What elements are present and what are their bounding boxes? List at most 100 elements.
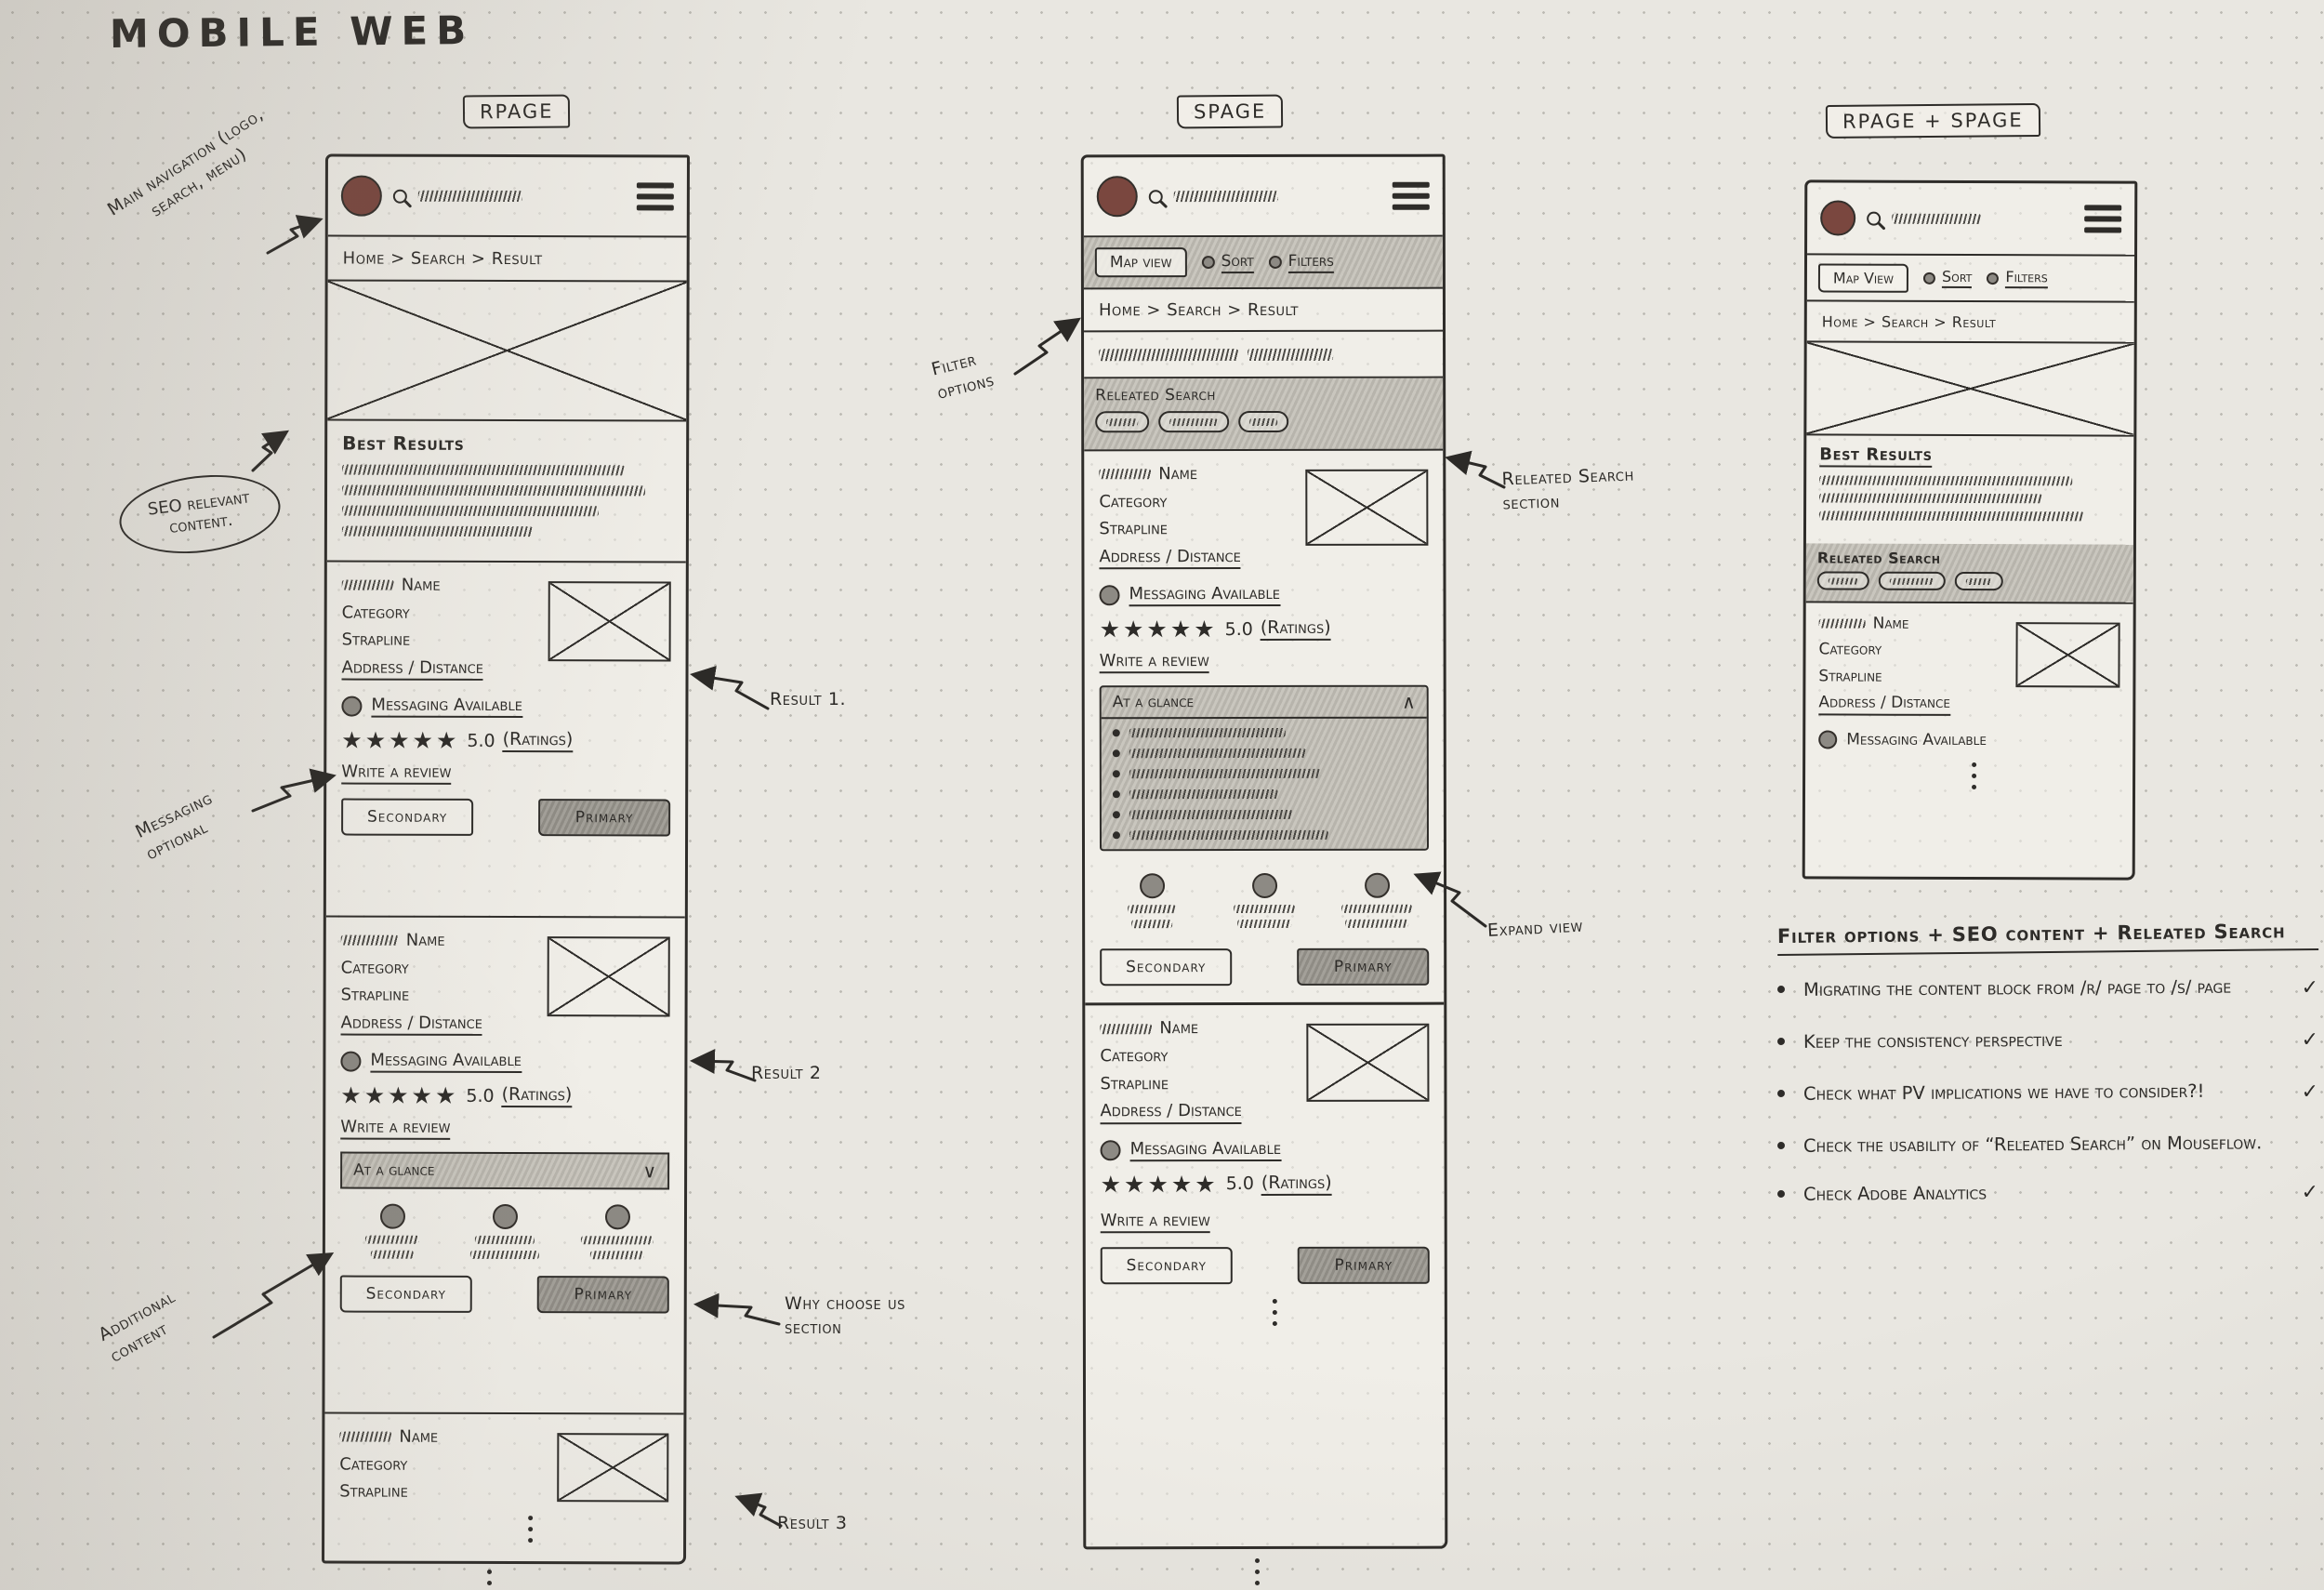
messaging-row: Messaging Available (1100, 1138, 1430, 1162)
chevron-down-icon: ∨ (642, 1159, 657, 1183)
annotation-expand-view: Expand view (1486, 915, 1584, 941)
scribble-text (341, 525, 534, 537)
note-text: Migrating the content block from /r/ pag… (1802, 975, 2232, 1000)
ratings-count: (Ratings) (1261, 1172, 1332, 1196)
result-fields: Name Category Strapline Address / Distan… (1099, 464, 1241, 570)
bullet-dot (1776, 1089, 1786, 1097)
seo-content-section: Best Results (1806, 435, 2133, 544)
notes-list: Migrating the content block from /r/ pag… (1776, 975, 2318, 1210)
scribble-text (1341, 905, 1413, 914)
button-row: Secondary Primary (1100, 1246, 1430, 1285)
usp-icon (379, 1204, 405, 1230)
usp-icon (1139, 873, 1165, 899)
star-rating-icons: ★★★★★ (1100, 1170, 1219, 1199)
frame-label-rpage: RPAGE (462, 94, 571, 129)
related-search-section: Releated Search (1805, 543, 2133, 603)
scribble-text (1173, 190, 1278, 203)
sort-control: Sort (1201, 251, 1254, 273)
chevron-up-icon: ∧ (1402, 691, 1416, 714)
logo-icon (1096, 176, 1138, 218)
address-label: Address / Distance (1100, 1101, 1242, 1125)
filters-control: Filters (1987, 268, 2048, 289)
ratings-count: (Ratings) (501, 1084, 573, 1108)
search-icon (1148, 189, 1163, 204)
search-query-line (1084, 331, 1444, 379)
messaging-label: Messaging Available (371, 695, 522, 719)
category-label: Category (1099, 491, 1168, 511)
menu-icon (1392, 181, 1430, 210)
arrow-main-navigation (266, 215, 324, 255)
result-fields: Name Category Strapline Address / Distan… (1818, 614, 1950, 716)
scribble-text (1106, 417, 1139, 426)
result-card-1: Name Category Strapline Address / Distan… (1804, 601, 2133, 802)
filter-bar: Map view Sort Filters (1083, 236, 1443, 290)
wireframe-spage: Map view Sort Filters Home > Search > Re… (1080, 153, 1448, 1550)
star-rating-icons: ★★★★★ (341, 726, 460, 755)
name-label: Name (405, 930, 445, 950)
sort-icon (1923, 272, 1936, 285)
search-icon (1867, 211, 1882, 226)
messaging-icon (1100, 1140, 1121, 1161)
scribble-text (342, 464, 626, 476)
result-card-1: Name Category Strapline Address / Distan… (1084, 451, 1443, 674)
search-pill (1238, 410, 1289, 433)
annotation-seo-text: SEO relevant content. (146, 486, 251, 538)
ellipsis-dots (1255, 1558, 1260, 1585)
rating-value: 5.0 (1224, 618, 1253, 640)
result-card-2: Name Category Strapline Address / Distan… (1085, 1002, 1445, 1336)
messaging-label: Messaging Available (370, 1050, 522, 1074)
secondary-button: Secondary (1100, 948, 1233, 987)
messaging-icon (340, 1051, 362, 1072)
scribble-text (1129, 749, 1306, 759)
primary-button: Primary (1297, 948, 1430, 987)
scribble-text (589, 1251, 644, 1260)
related-search-title: Releated Search (1816, 549, 1941, 567)
messaging-label: Messaging Available (1129, 1138, 1282, 1162)
usp-item (1216, 873, 1313, 929)
search-pill (1954, 571, 2003, 591)
usp-item (344, 1204, 441, 1260)
result-card-2: Name Category Strapline Address / Distan… (324, 917, 685, 1415)
scribble-text (1100, 1023, 1153, 1034)
glance-item (1112, 769, 1416, 779)
related-search-title: Releated Search (1095, 386, 1216, 405)
filters-icon (1268, 255, 1282, 269)
write-review-link: Write a review (340, 1117, 451, 1141)
write-review-link: Write a review (1100, 1210, 1210, 1234)
result-summary: Name Category Strapline Address / Distan… (341, 575, 671, 682)
annotation-result-1: Result 1. (770, 689, 847, 709)
annotation-messaging-optional: Messaging optional (132, 788, 217, 864)
result-card-3: Name Category Strapline (324, 1413, 683, 1552)
search-pill (1158, 411, 1230, 433)
wireframe-combo: Map View Sort Filters Home > Search > Re… (1802, 179, 2138, 881)
result-summary: Name Category Strapline Address / Distan… (1099, 464, 1429, 570)
bullet-dot (1776, 985, 1786, 994)
arrow-related-section (1445, 450, 1506, 489)
name-label: Name (401, 575, 441, 595)
why-choose-us-row (340, 1204, 669, 1260)
result-summary: Name Category Strapline Address / Distan… (1818, 614, 2120, 716)
strapline-label: Strapline (1099, 519, 1169, 539)
note-text: Check the usability of “Releated Search”… (1802, 1132, 2263, 1157)
result-card-1: Name Category Strapline Address / Distan… (325, 562, 686, 919)
usp-item (1328, 873, 1425, 929)
scribble-text (341, 579, 394, 590)
bullet-dot (1112, 729, 1120, 737)
search-pill (1878, 571, 1946, 590)
result-name: Name (1100, 1018, 1241, 1039)
result-name: Name (341, 575, 483, 596)
address-label: Address / Distance (1818, 693, 1950, 716)
messaging-icon (1818, 729, 1838, 749)
primary-button: Primary (1297, 1246, 1430, 1284)
sort-icon (1201, 256, 1215, 270)
scribble-text (1965, 577, 1992, 585)
scribble-text (1099, 469, 1152, 480)
scribble-text (1828, 576, 1858, 585)
main-navigation (1807, 182, 2135, 257)
search-icon (392, 189, 407, 204)
usp-item (569, 1204, 666, 1260)
ratings-count: (Ratings) (1260, 617, 1331, 642)
logo-icon (1820, 200, 1856, 236)
rating-row: ★★★★★ 5.0 (Ratings) (1100, 616, 1429, 643)
